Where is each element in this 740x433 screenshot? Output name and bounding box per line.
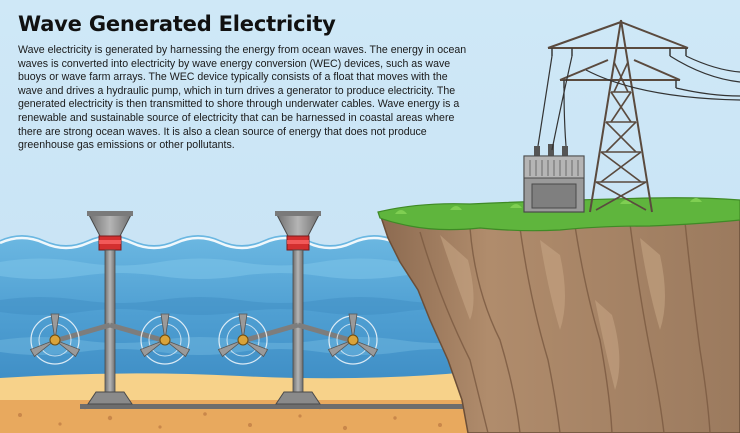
arm	[245, 322, 299, 343]
cliff-icon	[377, 197, 740, 433]
base-plate	[275, 391, 321, 405]
cliff-strata	[419, 221, 711, 433]
float-cap	[87, 211, 133, 216]
support-pole	[292, 249, 304, 397]
wave-crest-line	[0, 236, 441, 250]
grass-top	[377, 197, 740, 232]
wave-band	[0, 297, 480, 315]
grass-tufts	[395, 198, 702, 214]
description-text: Wave electricity is generated by harness…	[18, 44, 467, 152]
arm	[57, 322, 111, 343]
float-cap	[275, 211, 321, 216]
wave-band	[0, 337, 480, 355]
page-title: Wave Generated Electricity	[18, 12, 336, 36]
wave-energy-converter-icon	[217, 211, 379, 405]
base-plate	[87, 391, 133, 405]
turbine-right	[139, 313, 191, 365]
turbine-left	[29, 313, 81, 365]
power-lines	[537, 55, 740, 151]
float-funnel	[87, 212, 133, 237]
cliff-shading	[440, 235, 665, 390]
seabed-sand	[0, 372, 480, 433]
underwater-cable	[80, 404, 480, 409]
support-pole	[104, 249, 116, 397]
wave-band	[0, 258, 480, 279]
arm	[109, 322, 163, 343]
wave-energy-converter-icon	[29, 211, 191, 405]
turbine-left	[217, 313, 269, 365]
arm	[297, 322, 351, 343]
ocean	[0, 235, 480, 392]
sand-speckles	[18, 406, 442, 431]
transmission-tower-icon	[547, 19, 689, 213]
float-funnel	[275, 212, 321, 237]
turbine-right	[327, 313, 379, 365]
transformer-icon	[523, 144, 585, 213]
